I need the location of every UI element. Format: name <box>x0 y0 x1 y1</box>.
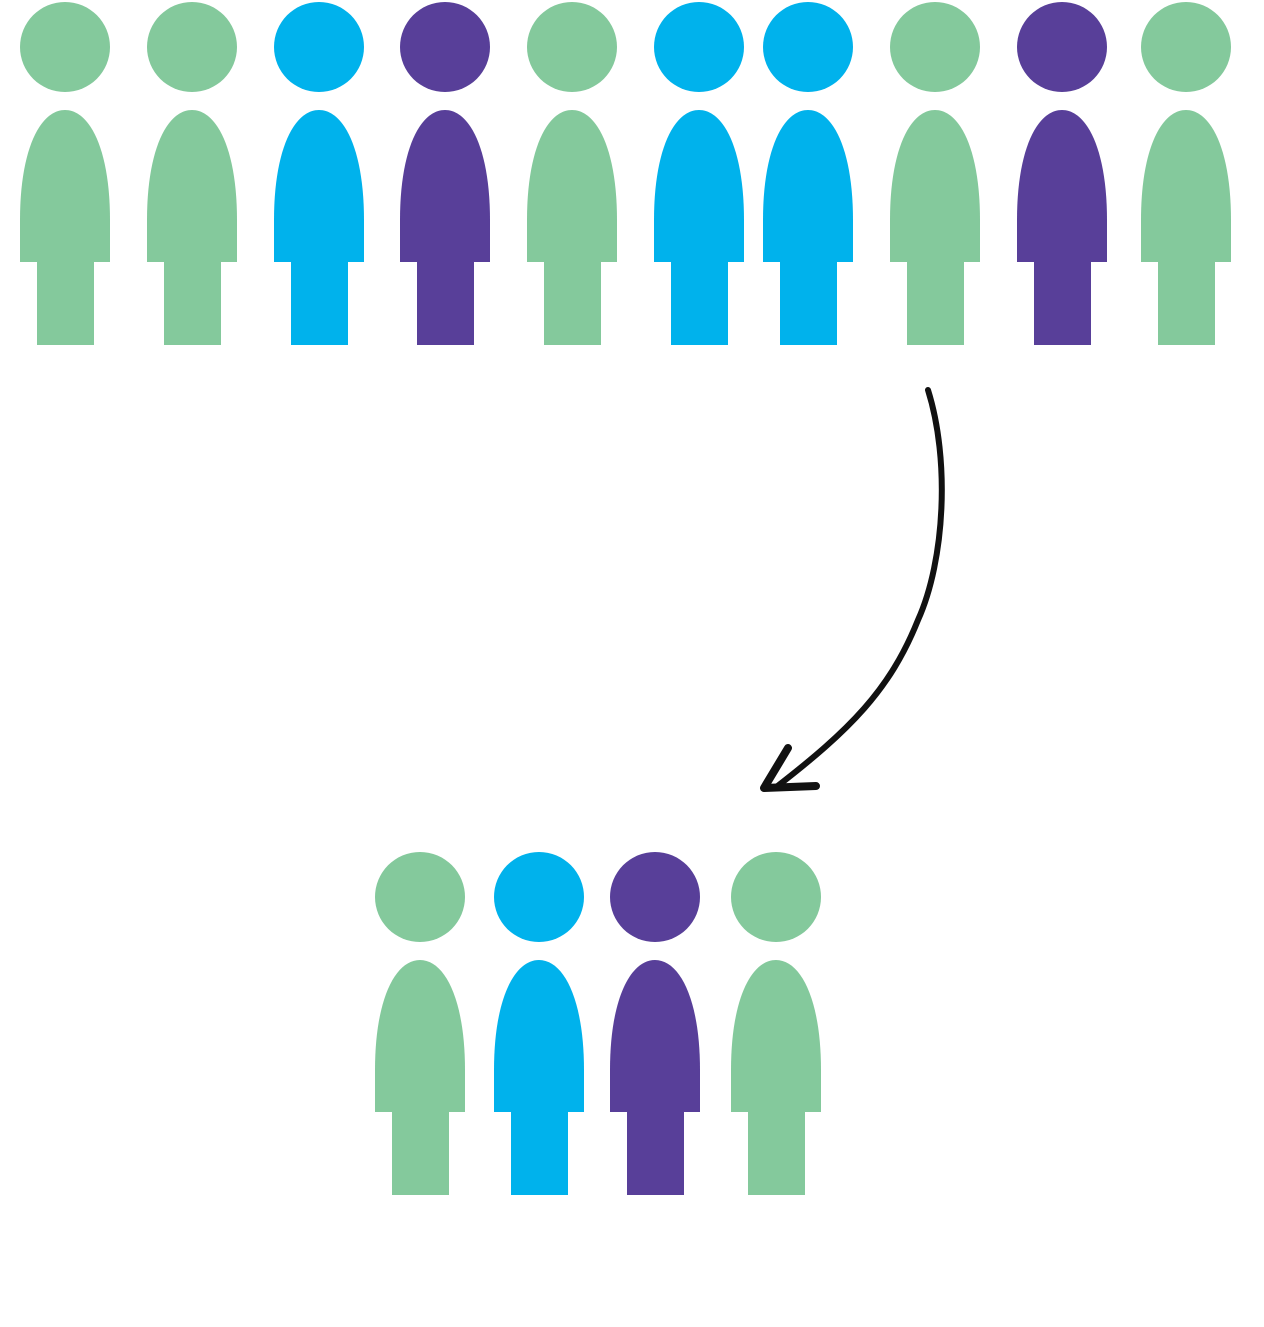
person-legs <box>544 261 601 345</box>
person-legs <box>780 261 837 345</box>
person-body <box>890 110 980 262</box>
person-head <box>890 2 980 92</box>
person-icon <box>147 2 237 345</box>
curved-arrow-down-left-icon <box>760 387 945 792</box>
person-legs <box>392 1111 449 1195</box>
person-body <box>763 110 853 262</box>
person-head <box>274 2 364 92</box>
person-head <box>731 852 821 942</box>
person-head <box>400 2 490 92</box>
person-body <box>147 110 237 262</box>
person-legs <box>37 261 94 345</box>
person-icon <box>20 2 110 345</box>
person-icon <box>1141 2 1231 345</box>
person-body <box>731 960 821 1112</box>
person-icon <box>527 2 617 345</box>
person-head <box>763 2 853 92</box>
person-icon <box>400 2 490 345</box>
person-icon <box>763 2 853 345</box>
person-body <box>375 960 465 1112</box>
person-head <box>1141 2 1231 92</box>
population-group <box>20 2 1231 345</box>
person-body <box>527 110 617 262</box>
person-icon <box>890 2 980 345</box>
person-icon <box>494 852 584 1195</box>
person-head <box>494 852 584 942</box>
person-legs <box>1158 261 1215 345</box>
person-legs <box>511 1111 568 1195</box>
person-head <box>20 2 110 92</box>
person-legs <box>627 1111 684 1195</box>
person-icon <box>1017 2 1107 345</box>
person-body <box>494 960 584 1112</box>
person-body <box>654 110 744 262</box>
person-legs <box>1034 261 1091 345</box>
person-body <box>1017 110 1107 262</box>
person-legs <box>291 261 348 345</box>
person-body <box>610 960 700 1112</box>
person-head <box>1017 2 1107 92</box>
person-legs <box>907 261 964 345</box>
person-legs <box>164 261 221 345</box>
person-body <box>274 110 364 262</box>
person-icon <box>731 852 821 1195</box>
sample-group <box>375 852 821 1195</box>
person-legs <box>748 1111 805 1195</box>
person-head <box>610 852 700 942</box>
person-body <box>1141 110 1231 262</box>
person-icon <box>610 852 700 1195</box>
person-legs <box>417 261 474 345</box>
person-head <box>654 2 744 92</box>
person-legs <box>671 261 728 345</box>
person-icon <box>375 852 465 1195</box>
person-icon <box>654 2 744 345</box>
person-head <box>527 2 617 92</box>
person-head <box>375 852 465 942</box>
person-head <box>147 2 237 92</box>
person-icon <box>274 2 364 345</box>
person-body <box>400 110 490 262</box>
person-body <box>20 110 110 262</box>
